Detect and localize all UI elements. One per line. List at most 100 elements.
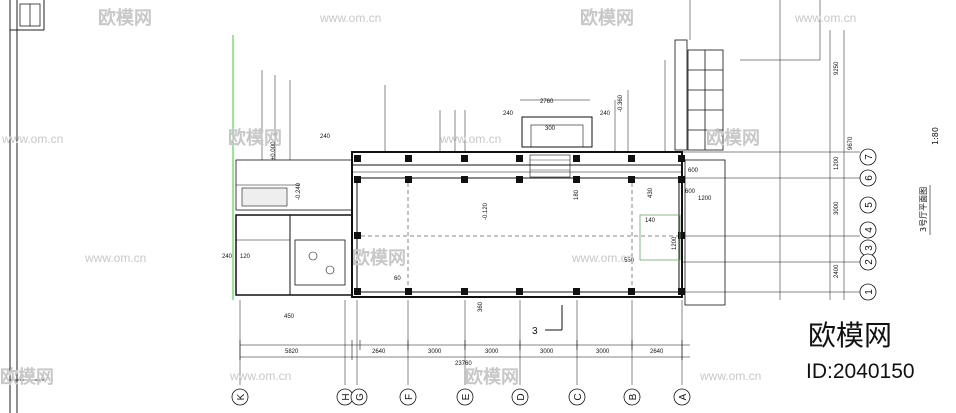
- bottom-dim-4: 3000: [540, 349, 554, 355]
- bottom-dim-0: 5820: [285, 349, 299, 355]
- row-axis-bubbles: 7 6 5 4 3 2 1: [859, 148, 877, 301]
- watermark-logo-2: 欧模网: [580, 7, 634, 29]
- hall-walls: [351, 151, 683, 298]
- watermark-url-6: www.om.cn: [571, 251, 633, 265]
- small-dim-0: 240: [222, 254, 233, 260]
- brand-id: ID:2040150: [806, 360, 915, 383]
- top-dim-3: 300: [545, 126, 556, 132]
- axis-bubble-K: K: [231, 388, 249, 406]
- small-dim-3: 60: [394, 276, 401, 282]
- right-extension-lines: [682, 0, 860, 300]
- small-dim-2: 450: [284, 314, 295, 320]
- level-mark-0: -0.120: [483, 202, 489, 220]
- watermark-url-7: www.om.cn: [229, 369, 291, 383]
- axis-label-7: 7: [864, 154, 875, 160]
- watermark-url-4: www.om.cn: [439, 132, 501, 146]
- axis-label-H: H: [341, 393, 352, 400]
- axis-label-D: D: [516, 393, 527, 400]
- axis-bubble-E: E: [456, 388, 474, 406]
- right-dim-3: 2400: [834, 264, 840, 278]
- index-boxes: [19, 3, 41, 27]
- small-dim-5: 180: [574, 189, 580, 200]
- watermark-logo-3: 欧模网: [228, 127, 282, 149]
- small-dim-7: 140: [645, 218, 656, 224]
- axis-bubble-B: B: [623, 388, 641, 406]
- top-dim-1: 240: [503, 111, 514, 117]
- total-dimension: 23760: [455, 361, 472, 367]
- right-dim-0: 9250: [834, 61, 840, 75]
- watermark-logo-5: 欧模网: [352, 247, 406, 269]
- small-dim-4: 360: [478, 301, 484, 312]
- axis-label-F: F: [404, 394, 415, 400]
- small-dim-8: 1200: [672, 236, 678, 250]
- watermark-logo-1: 欧模网: [98, 7, 152, 29]
- axis-label-C: C: [573, 393, 584, 400]
- small-dim-9: 600: [688, 168, 699, 174]
- section-mark-label: 3: [532, 326, 538, 337]
- axis-bubble-G: G: [350, 388, 368, 406]
- level-mark-2: -0.240: [296, 182, 302, 200]
- bottom-dim-1: 2640: [372, 349, 386, 355]
- axis-label-G: G: [355, 393, 366, 401]
- watermark-url-2: www.om.cn: [794, 11, 856, 25]
- axis-label-B: B: [628, 393, 639, 400]
- axis-label-3: 3: [864, 245, 875, 251]
- axis-label-4: 4: [864, 227, 875, 233]
- right-dim-1: 1200: [834, 156, 840, 170]
- axis-bubble-D: D: [511, 388, 529, 406]
- hidden-lines: [361, 183, 678, 288]
- right-dim-4: 9670: [848, 136, 854, 150]
- axis-bubble-A: A: [673, 388, 691, 406]
- right-dim-6: 1200: [698, 196, 712, 202]
- watermarks: 欧模网 www.om.cn 欧模网 www.om.cn www.om.cn 欧模…: [0, 7, 856, 388]
- right-dim-5: 600: [685, 189, 696, 195]
- top-dim-4: 240: [320, 134, 331, 140]
- level-marks: -0.120 -0.360 -0.240 ±0.000: [271, 94, 624, 220]
- axis-label-6: 6: [864, 175, 875, 181]
- axis-bubble-5: 5: [859, 196, 877, 214]
- axis-bubble-7: 7: [859, 148, 877, 166]
- watermark-logo-6: 欧模网: [0, 366, 54, 388]
- plan-title: 3号厅平面图: [919, 187, 928, 232]
- axis-bubble-1: 1: [859, 283, 877, 301]
- small-dim-1: 120: [240, 254, 251, 260]
- small-dim-6: 550: [624, 258, 635, 264]
- section-mark: [545, 305, 563, 331]
- watermark-url-1: www.om.cn: [319, 11, 381, 25]
- entry-porch: [521, 116, 593, 178]
- top-dim-0: 2760: [540, 99, 554, 105]
- axis-label-5: 5: [864, 202, 875, 208]
- pergola-structure: [639, 39, 726, 306]
- axis-bubble-4: 4: [859, 221, 877, 239]
- watermark-url-8: www.om.cn: [699, 369, 761, 383]
- right-dimensions: 9250 1200 3000 2400 9670 600 1200: [685, 61, 854, 278]
- axis-label-1: 1: [864, 289, 875, 295]
- leader-lines: [261, 60, 666, 160]
- sheet-frame: [9, 0, 45, 413]
- axis-label-A: A: [678, 393, 689, 400]
- axis-bubble-6: 6: [859, 169, 877, 187]
- axis-label-E: E: [461, 393, 472, 400]
- top-dim-2: 240: [600, 111, 611, 117]
- structural-columns: [354, 155, 685, 295]
- small-dimensions: 240 120 450 60 360 180 550 140 1200 600 …: [222, 168, 699, 320]
- bottom-dim-6: 2640: [650, 349, 664, 355]
- small-dim-10: 430: [648, 187, 654, 198]
- plan-scale: 1:80: [931, 127, 940, 145]
- bottom-dim-2: 3000: [428, 349, 442, 355]
- axis-label-K: K: [236, 393, 247, 400]
- axis-bubble-F: F: [399, 388, 417, 406]
- axis-extension-lines: [239, 300, 683, 385]
- watermark-logo-7: 欧模网: [465, 366, 519, 388]
- bottom-dim-3: 3000: [485, 349, 499, 355]
- service-rooms: [235, 159, 353, 296]
- watermark-url-3: www.om.cn: [1, 132, 63, 146]
- brand-logo: 欧模网: [808, 319, 892, 352]
- watermark-logo-4: 欧模网: [706, 127, 760, 149]
- axis-bubble-2: 2: [859, 253, 877, 271]
- bottom-dim-5: 3000: [596, 349, 610, 355]
- column-axis-bubbles: K H G F E D C B: [231, 388, 691, 406]
- level-mark-1: -0.360: [618, 94, 624, 112]
- right-dim-2: 3000: [834, 201, 840, 215]
